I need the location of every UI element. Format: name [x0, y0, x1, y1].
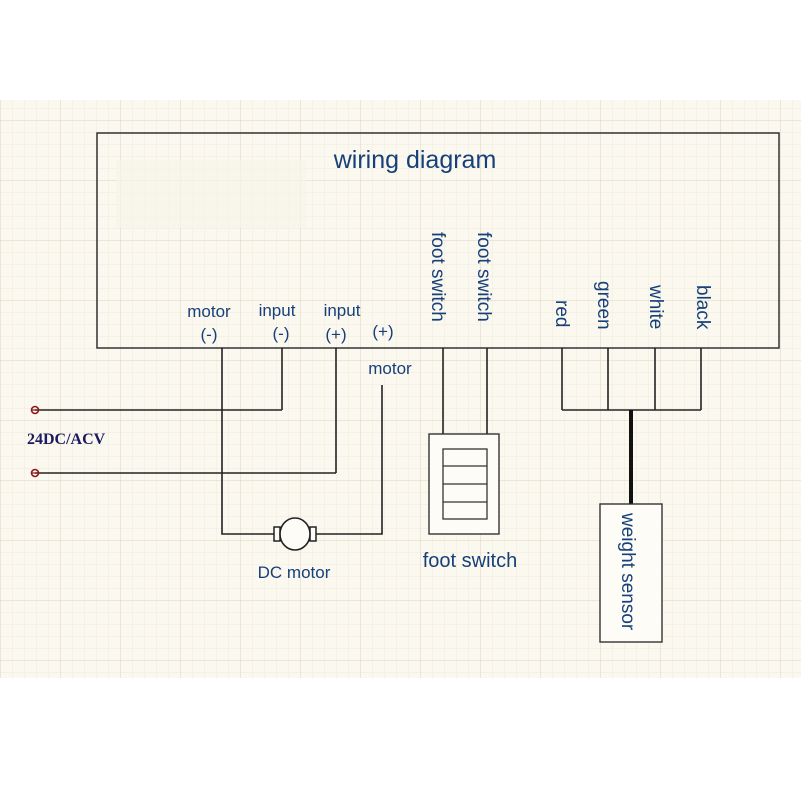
dc-motor-symbol — [273, 517, 317, 551]
terminal-foot-switch-2-label: foot switch — [473, 232, 494, 322]
terminal-input-neg-sign: (-) — [273, 324, 290, 343]
terminal-black-label: black — [692, 285, 713, 330]
sensor-wires — [561, 348, 702, 504]
terminal-input-pos-label: input — [324, 301, 361, 320]
terminal-motor-pos-label: motor — [368, 359, 412, 378]
terminal-motor-neg-label: motor — [187, 302, 231, 321]
controller-faded-label-area — [116, 160, 306, 228]
power-supply-label: 24DC/ACV — [27, 431, 106, 448]
controller-box — [96, 132, 780, 349]
terminal-white-label: white — [645, 284, 666, 329]
motor-wires — [221, 348, 383, 535]
terminal-red-label: red — [551, 300, 572, 327]
diagram-title: wiring diagram — [333, 146, 497, 174]
weight-sensor-label: weight sensor — [617, 512, 638, 631]
weight-sensor-box — [599, 503, 663, 643]
terminal-foot-switch-1-label: foot switch — [427, 232, 448, 322]
power-wires — [35, 348, 337, 474]
dc-motor-label: DC motor — [258, 563, 331, 582]
terminal-motor-neg-sign: (-) — [201, 325, 218, 344]
foot-switch-label: foot switch — [423, 550, 517, 572]
terminal-input-neg-label: input — [259, 301, 296, 320]
terminal-input-pos-sign: (+) — [325, 325, 346, 344]
terminal-green-label: green — [593, 281, 614, 330]
terminal-motor-pos-sign: (+) — [372, 322, 393, 341]
foot-switch-symbol — [428, 433, 500, 535]
